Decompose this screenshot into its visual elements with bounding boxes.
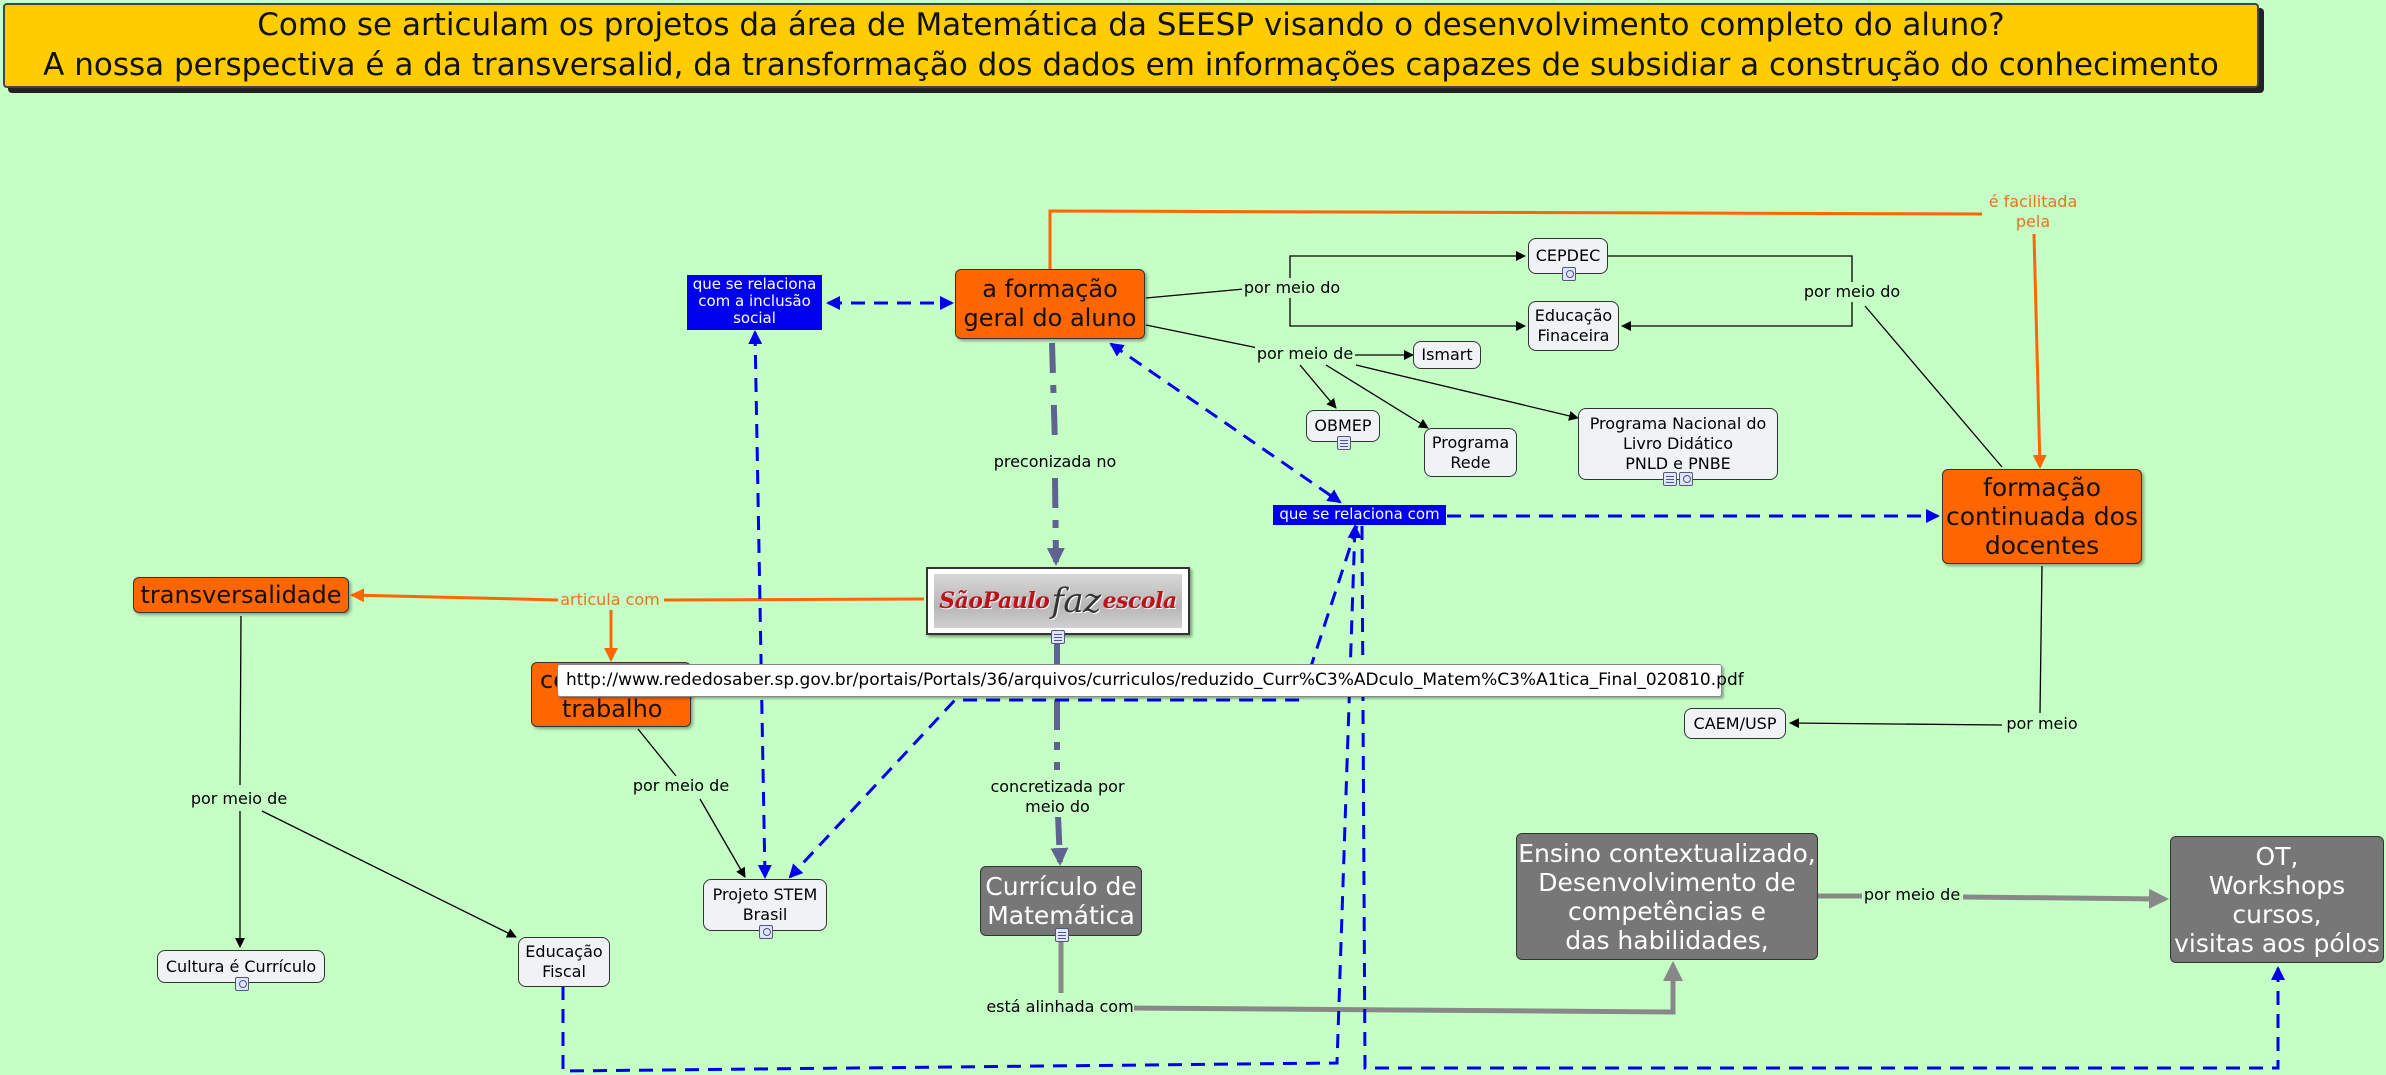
link-label-por-meio: por meio (2002, 714, 2082, 734)
edge-facilitada-docentes (2032, 233, 2047, 469)
concept-ot[interactable]: OT, Workshops cursos, visitas aos pólos (2170, 836, 2384, 963)
edge-transv-pormeiode (239, 615, 242, 786)
edge-pormeiodo-cepdec (1289, 251, 1526, 284)
concept-programa-rede[interactable]: Programa Rede (1424, 428, 1517, 477)
edge-pormeiode-fiscal (261, 810, 517, 938)
edge-relaciona-stem (788, 525, 1359, 879)
concept-map-icon[interactable] (1679, 472, 1693, 486)
document-icon[interactable] (1055, 928, 1069, 942)
concept-educacao-fiscal[interactable]: Educação Fiscal (518, 937, 610, 987)
edge-pormeiodo-edfin (1289, 298, 1526, 331)
document-icon[interactable] (1663, 472, 1677, 486)
edge-articula-transv (350, 588, 559, 603)
link-label-facilitada: é facilitada pela (1982, 192, 2084, 232)
edge-formacao-relaciona (1109, 342, 1342, 504)
concept-cepdec[interactable]: CEPDEC (1528, 238, 1608, 274)
edge-trabalho-pormeiode (637, 728, 677, 777)
edge-alinhada-ensino (1133, 961, 1683, 1015)
link-label-por-meio-de: por meio de (1862, 885, 1962, 905)
edge-pormeiode-rede (1325, 364, 1429, 429)
edge-formacao-facilitada (1048, 209, 1985, 270)
edge-formacao-pormeiodo (1145, 288, 1245, 299)
concept-formacao-continuada[interactable]: formação continuada dos docentes (1942, 469, 2142, 564)
concept-formacao-geral[interactable]: a formação geral do aluno (955, 269, 1145, 339)
edge-inclusao-stem (748, 330, 772, 879)
edge-docentes-pormeio (2039, 565, 2043, 714)
link-label-alinhada: está alinhada com (986, 997, 1134, 1017)
edge-pormeiode-pnld (1355, 364, 1579, 421)
link-label-por-meio-de: por meio de (1255, 344, 1355, 364)
edge-fiscal-relaciona (561, 524, 1362, 1073)
edge-pormeiode-obmep (1299, 364, 1337, 409)
concept-curriculo[interactable]: Currículo de Matemática (980, 866, 1142, 936)
concept-pnld[interactable]: Programa Nacional do Livro Didático PNLD… (1578, 408, 1778, 480)
link-label-por-meio-de: por meio de (630, 776, 732, 796)
concept-map-icon[interactable] (1562, 267, 1576, 281)
edge-concretizada-curriculo (1050, 814, 1069, 866)
map-title: Como se articulam os projetos da área de… (3, 3, 2259, 88)
edge-pormeiodo2-edfin (1621, 302, 1853, 331)
link-label-por-meio-do: por meio do (1242, 278, 1342, 298)
concept-map-icon[interactable] (235, 977, 249, 991)
edge-pormeiode-stem (699, 798, 746, 878)
concept-caem[interactable]: CAEM/USP (1684, 708, 1786, 739)
concept-ensino[interactable]: Ensino contextualizado, Desenvolvimento … (1516, 833, 1818, 960)
link-label-por-meio-de: por meio de (188, 789, 290, 809)
edge-formacao-pormeiode (1145, 324, 1259, 349)
edge-formacao-preconizada (1049, 342, 1058, 445)
edge-docentes-pormeiodo2 (1864, 305, 2003, 468)
document-icon[interactable] (1337, 436, 1351, 450)
link-label-inclusao-social: que se relaciona com a inclusão social (687, 275, 822, 330)
edge-pormeiodo2-cepdec (1590, 251, 1853, 282)
title-line-1: Como se articulam os projetos da área de… (257, 7, 2005, 43)
concept-map-icon[interactable] (759, 925, 773, 939)
resource-url-tooltip: http://www.rededosaber.sp.gov.br/portais… (557, 664, 1744, 697)
edge-logo-articula (663, 597, 925, 602)
concept-transversalidade[interactable]: transversalidade (133, 577, 349, 613)
edge-relaciona-ot (1360, 525, 2285, 1070)
edge-preconizada-logo (1046, 477, 1065, 566)
concept-stem[interactable]: Projeto STEM Brasil (703, 879, 827, 931)
link-label-articula: articula com (558, 590, 662, 610)
title-line-2: A nossa perspectiva é a da transversalid… (43, 47, 2219, 83)
document-icon[interactable] (1051, 630, 1065, 644)
link-label-relaciona: que se relaciona com (1273, 505, 1446, 525)
edge-pormeio-caem (1789, 718, 2003, 729)
link-label-por-meio-do: por meio do (1802, 282, 1902, 302)
link-label-preconizada: preconizada no (990, 452, 1120, 472)
concept-ismart[interactable]: Ismart (1413, 341, 1481, 369)
edge-pormeiode-ot (1962, 888, 2169, 909)
link-label-concretizada: concretizada por meio do (985, 777, 1130, 817)
concept-educacao-financeira[interactable]: Educação Finaceira (1528, 301, 1619, 351)
